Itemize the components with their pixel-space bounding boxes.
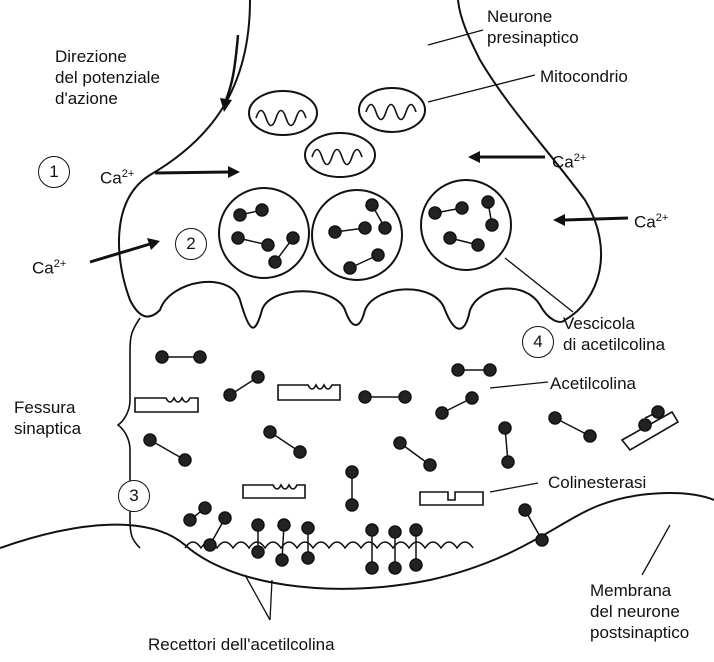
action-potential-label: Direzione del potenziale d'azione — [55, 46, 215, 109]
mitochondrion-label: Mitocondrio — [540, 66, 628, 87]
cleft-acetylcholine — [144, 351, 596, 511]
cholinesterase-label: Colinesterasi — [548, 472, 646, 493]
vesicle-molecules — [232, 196, 498, 274]
presynaptic-neuron-label: Neurone presinaptico — [487, 6, 627, 48]
vesicle-2 — [312, 190, 402, 280]
acetylcholine-receptors — [184, 502, 548, 574]
synaptic-cleft-label: Fessura sinaptica — [14, 397, 124, 439]
step-2-marker: 2 — [175, 228, 207, 260]
vesicle-label: Vescicola di acetilcolina — [563, 313, 703, 355]
calcium-label-1: Ca2+ — [100, 164, 134, 189]
calcium-charge: 2+ — [54, 258, 67, 270]
calcium-symbol: Ca — [100, 169, 122, 188]
step-1-marker: 1 — [38, 156, 70, 188]
calcium-charge: 2+ — [656, 212, 669, 224]
postsynaptic-membrane-label: Membrana del neurone postsinaptico — [590, 580, 710, 643]
step-4-marker: 4 — [522, 326, 554, 358]
calcium-label-3: Ca2+ — [634, 208, 668, 233]
mitochondrion-b — [359, 88, 425, 132]
calcium-label-2: Ca2+ — [552, 148, 586, 173]
mitochondrion-c — [305, 133, 375, 177]
calcium-charge: 2+ — [574, 152, 587, 164]
calcium-symbol: Ca — [32, 259, 54, 278]
mitochondrion-a — [249, 91, 317, 135]
calcium-label-4: Ca2+ — [32, 254, 66, 279]
step-3-marker: 3 — [118, 480, 150, 512]
calcium-symbol: Ca — [552, 153, 574, 172]
calcium-charge: 2+ — [122, 168, 135, 180]
receptors-label: Recettori dell'acetilcolina — [148, 634, 335, 655]
calcium-symbol: Ca — [634, 213, 656, 232]
acetylcholine-label: Acetilcolina — [550, 373, 636, 394]
